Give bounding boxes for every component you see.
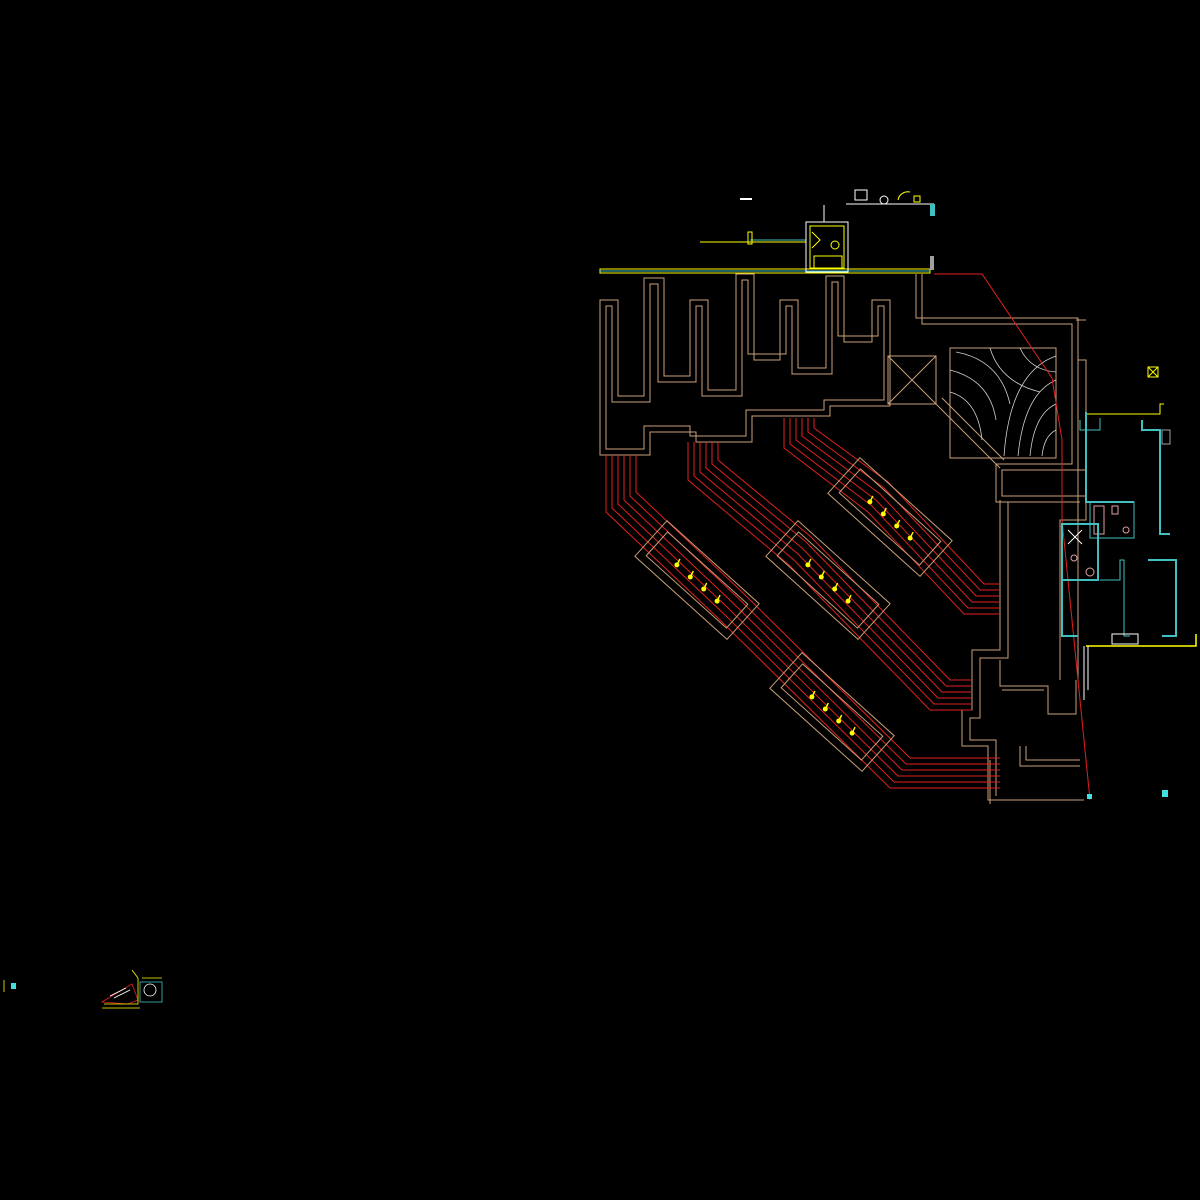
apt-living-left-wall	[1061, 580, 1078, 637]
sprinkler-head-icon	[907, 535, 913, 541]
cyan-marker	[1087, 794, 1092, 799]
annex-column	[747, 231, 753, 245]
pipe-bundle-middle	[687, 442, 972, 711]
hatch-arc	[1041, 429, 1057, 457]
annex-wall-stub	[930, 256, 934, 270]
sprinkler-rack-3	[827, 456, 953, 578]
cyan-marker	[1162, 790, 1168, 797]
right-apartment	[1061, 403, 1197, 700]
stone-paving-hatch-icon	[949, 347, 1057, 457]
apt-entry-wall	[1079, 418, 1101, 431]
sprinkler-head-icon	[867, 499, 873, 505]
sprinkler-head-icon	[894, 523, 900, 529]
sink-icon	[1085, 567, 1095, 577]
sprinkler-head-icon	[701, 586, 707, 592]
annex-column-small	[913, 195, 921, 203]
corridor-diag-2	[941, 397, 1005, 461]
sprinkler-head-icon	[687, 574, 693, 580]
door-swing-icon	[897, 191, 911, 201]
isolated-marks	[1076, 319, 1168, 799]
hatch-arc	[1017, 379, 1057, 457]
lower-stepped-wall	[961, 500, 1084, 801]
apt-top-wall	[1086, 403, 1164, 415]
sprinkler-head-icon	[714, 598, 720, 604]
hatch-arc	[1029, 403, 1057, 457]
sprinkler-head-icon	[674, 562, 680, 568]
hatch-arc	[989, 347, 1041, 393]
valve-box-icon	[1147, 366, 1159, 378]
annex-bathroom	[805, 221, 849, 273]
door-swing-icon	[811, 231, 821, 249]
lower-stepped-wall-2	[999, 660, 1080, 767]
apt-sofa	[1111, 633, 1139, 645]
right-wing-wall-inner	[921, 274, 1080, 503]
hatch-arc	[955, 351, 1011, 405]
sprinkler-head-icon	[832, 586, 838, 592]
detail-hatch	[113, 989, 131, 999]
apt-bottom-wall	[1086, 634, 1197, 647]
detail-fixture	[143, 983, 157, 997]
toilet-icon	[830, 240, 840, 250]
pipe-bundle-left	[605, 455, 1000, 789]
main-building-outline	[599, 273, 1087, 804]
apt-partition	[1100, 559, 1130, 637]
sprinkler-head-icon	[809, 694, 815, 700]
pipe-network	[605, 273, 1091, 801]
sprinkler-head-icon	[845, 598, 851, 604]
apt-column	[1161, 429, 1171, 445]
sprinkler-rack-1	[634, 519, 760, 641]
detail-marker	[11, 983, 16, 989]
sprinkler-heads	[674, 495, 914, 736]
apt-living-right-wall	[1148, 559, 1177, 637]
hatch-arc	[1019, 347, 1057, 373]
pipe-bundle-upper	[783, 418, 1000, 615]
bathtub-icon	[813, 255, 843, 269]
shaft-diag-2	[887, 355, 937, 405]
apt-left-wall	[1085, 412, 1134, 503]
corridor-diag-1	[935, 403, 1001, 469]
hatch-arc	[1003, 355, 1057, 457]
apt-bathroom-2	[1061, 523, 1099, 581]
sprinkler-head-icon	[805, 562, 811, 568]
valve-box-diag	[1147, 366, 1159, 378]
sprinkler-head-icon	[836, 718, 842, 724]
sprinkler-head-icon	[880, 511, 886, 517]
detail-room	[139, 981, 163, 1003]
apt-bathroom	[1089, 501, 1135, 539]
toilet-icon	[1070, 554, 1078, 562]
ventilation-shaft-icon	[887, 355, 937, 405]
detail-red-section	[100, 983, 139, 1005]
hatch-arc	[949, 369, 997, 421]
sprinkler-head-icon	[818, 574, 824, 580]
apt-shaft-diag	[1067, 529, 1083, 545]
sprinkler-rack-2	[765, 519, 891, 641]
sprinkler-rack-4	[769, 651, 895, 773]
right-wing-wall	[915, 274, 1087, 680]
sprinkler-racks	[634, 456, 953, 773]
comb-wall-inner	[605, 279, 885, 450]
hatch-arc	[949, 391, 983, 441]
annex-wall-end	[930, 204, 935, 216]
sink-icon	[854, 189, 868, 201]
apt-right-wall	[1141, 420, 1170, 535]
comb-wall-outer	[599, 273, 891, 456]
detail-walls	[102, 969, 162, 1009]
fixture-icon	[879, 195, 889, 205]
sprinkler-head-icon	[849, 730, 855, 736]
detail-thumbnail	[3, 969, 163, 1009]
toilet-icon	[1122, 526, 1130, 534]
sprinkler-head-icon	[822, 706, 828, 712]
main-supply-pipe	[934, 273, 1091, 801]
top-annex	[599, 189, 935, 274]
sink-icon	[1111, 505, 1119, 515]
detail-hatch	[109, 987, 127, 997]
